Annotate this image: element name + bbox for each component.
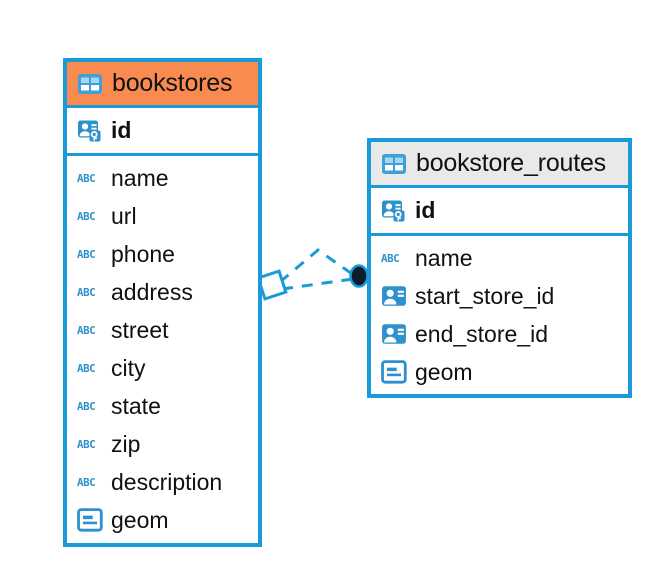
- field-row-state[interactable]: ABC state: [67, 387, 258, 425]
- field-row-phone[interactable]: ABC phone: [67, 235, 258, 273]
- abc-text-icon: ABC: [381, 249, 407, 267]
- geometry-icon: [77, 508, 103, 532]
- abc-text-icon: ABC: [77, 207, 103, 225]
- geometry-icon: [381, 360, 407, 384]
- field-label-description: description: [111, 468, 223, 495]
- entity-table-bookstores[interactable]: bookstores id: [63, 58, 262, 547]
- relationship-line-lower: [281, 277, 354, 291]
- foreign-key-icon: [381, 284, 407, 308]
- field-row-city[interactable]: ABC city: [67, 349, 258, 387]
- field-row-end-store-id[interactable]: end_store_id: [371, 315, 628, 353]
- abc-text-icon: ABC: [77, 435, 103, 453]
- table-grid-icon: [77, 73, 103, 95]
- abc-text-icon: ABC: [77, 169, 103, 187]
- field-row-street[interactable]: ABC street: [67, 311, 258, 349]
- field-label-phone: phone: [111, 240, 175, 267]
- primary-key-icon: [381, 198, 407, 224]
- entity-title-bookstores: bookstores: [112, 69, 233, 97]
- svg-text:ABC: ABC: [77, 476, 95, 489]
- svg-text:ABC: ABC: [77, 172, 95, 185]
- entity-table-bookstore-routes[interactable]: bookstore_routes: [367, 138, 632, 398]
- svg-text:ABC: ABC: [77, 324, 95, 337]
- field-row-name[interactable]: ABC name: [371, 239, 628, 277]
- field-label-geom: geom: [415, 358, 473, 385]
- entity-header-bookstore-routes: bookstore_routes: [371, 142, 628, 188]
- foreign-key-icon: [381, 322, 407, 346]
- field-label-address: address: [111, 278, 193, 305]
- field-label-city: city: [111, 354, 146, 381]
- field-row-name[interactable]: ABC name: [67, 159, 258, 197]
- field-row-address[interactable]: ABC address: [67, 273, 258, 311]
- field-label-street: street: [111, 316, 169, 343]
- field-label-name: name: [415, 244, 473, 271]
- field-row-url[interactable]: ABC url: [67, 197, 258, 235]
- field-label-start-store-id: start_store_id: [415, 282, 555, 309]
- field-label-url: url: [111, 202, 137, 229]
- abc-text-icon: ABC: [77, 321, 103, 339]
- entity-title-bookstore-routes: bookstore_routes: [416, 149, 606, 177]
- columns-section-bookstore-routes: ABC name start_store_id: [371, 236, 628, 396]
- abc-text-icon: ABC: [77, 245, 103, 263]
- field-row-description[interactable]: ABC description: [67, 463, 258, 501]
- primary-key-section-bookstores: id: [67, 108, 258, 156]
- svg-text:ABC: ABC: [77, 210, 95, 223]
- field-label-id: id: [111, 117, 132, 143]
- field-row-start-store-id[interactable]: start_store_id: [371, 277, 628, 315]
- abc-text-icon: ABC: [77, 473, 103, 491]
- filled-circle-marker: [349, 264, 369, 288]
- svg-text:ABC: ABC: [77, 400, 95, 413]
- field-row-zip[interactable]: ABC zip: [67, 425, 258, 463]
- table-grid-icon: [381, 153, 407, 175]
- field-row-geom[interactable]: geom: [67, 501, 258, 539]
- field-label-id: id: [415, 197, 436, 223]
- field-row-geom[interactable]: geom: [371, 353, 628, 391]
- relationship-line-upper: [279, 248, 356, 284]
- primary-key-section-bookstore-routes: id: [371, 188, 628, 236]
- entity-header-bookstores: bookstores: [67, 62, 258, 108]
- field-label-end-store-id: end_store_id: [415, 320, 548, 347]
- field-row-id[interactable]: id: [371, 188, 628, 233]
- primary-key-icon: [77, 118, 103, 144]
- svg-text:ABC: ABC: [77, 286, 95, 299]
- abc-text-icon: ABC: [77, 283, 103, 301]
- svg-text:ABC: ABC: [77, 438, 95, 451]
- field-row-id[interactable]: id: [67, 108, 258, 153]
- columns-section-bookstores: ABC name ABC url ABC p: [67, 156, 258, 544]
- field-label-state: state: [111, 392, 161, 419]
- diamond-marker: [256, 269, 288, 301]
- field-label-zip: zip: [111, 430, 141, 457]
- svg-text:ABC: ABC: [77, 362, 95, 375]
- field-label-geom: geom: [111, 506, 169, 533]
- abc-text-icon: ABC: [77, 397, 103, 415]
- abc-text-icon: ABC: [77, 359, 103, 377]
- svg-text:ABC: ABC: [77, 248, 95, 261]
- svg-text:ABC: ABC: [381, 252, 399, 265]
- field-label-name: name: [111, 164, 169, 191]
